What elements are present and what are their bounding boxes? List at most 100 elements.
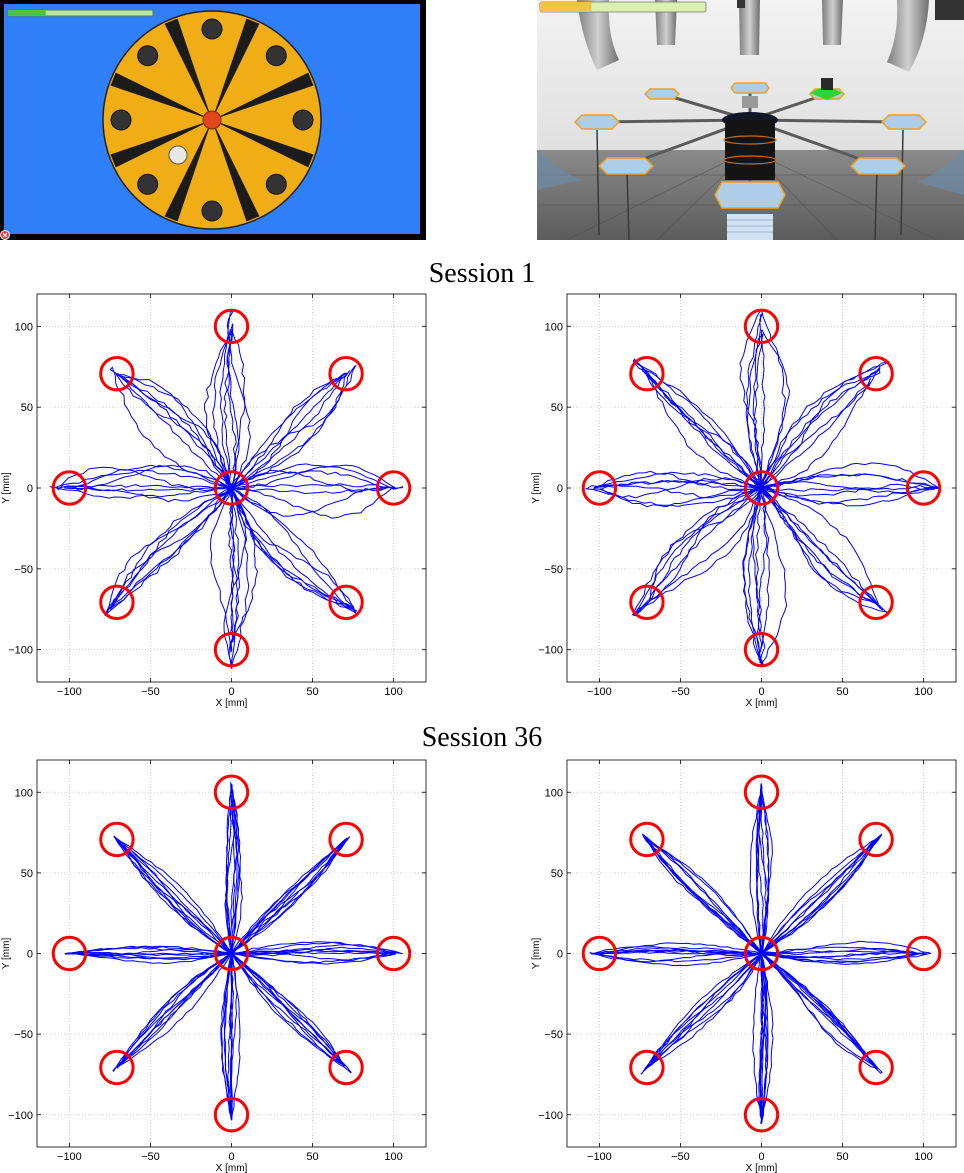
target-circle (213, 774, 250, 810)
wheel-spoke (164, 120, 212, 222)
wheel-spoke (110, 72, 212, 120)
trajectory-line (761, 486, 888, 614)
trajectory-line (641, 833, 763, 955)
trajectory-line (761, 487, 881, 609)
target-hole (137, 173, 159, 195)
y-axis-label: Y [mm] (1, 472, 12, 504)
y-tick-label: 0 (557, 483, 563, 495)
x-tick-label: 0 (758, 686, 764, 698)
game-2d-panel (0, 0, 426, 240)
target-circle (375, 935, 412, 972)
trajectory-line (220, 952, 238, 1117)
trajectory-line (113, 836, 233, 955)
game-2d-progress-bar (8, 10, 46, 16)
y-axis-label: Y [mm] (531, 938, 542, 970)
trajectory-line (229, 376, 344, 489)
target-circle (99, 584, 135, 620)
trajectory-line (231, 950, 396, 965)
target-circle (375, 470, 412, 506)
trajectories (588, 783, 932, 1124)
target-marker (810, 85, 842, 100)
truss-legs (596, 129, 904, 240)
right-edge-object (917, 150, 964, 195)
y-tick-label: −100 (8, 645, 33, 657)
target-circle (743, 308, 780, 345)
y-tick-label: −100 (538, 645, 563, 657)
target-circle (213, 631, 250, 668)
target-circle (743, 935, 780, 972)
target-circle (99, 1049, 135, 1086)
y-tick-label: 100 (545, 787, 563, 799)
trajectory-line (224, 952, 241, 1121)
trajectory-line (230, 487, 354, 610)
y-axis-label: Y [mm] (531, 472, 542, 504)
wheel-spoke (212, 72, 314, 120)
wheel-spoke (110, 120, 212, 168)
progress-bar-3d (539, 1, 707, 13)
trajectory-line (212, 323, 246, 489)
trajectory-line (751, 487, 764, 653)
target-circle (213, 470, 250, 506)
trajectory-line (760, 952, 878, 1070)
trajectory-line (633, 488, 761, 617)
y-tick-label: 50 (21, 868, 33, 880)
cursor-ball (168, 145, 188, 165)
x-tick-label: 100 (914, 1151, 932, 1163)
target-hole (265, 45, 287, 67)
y-tick-label: 100 (15, 787, 33, 799)
target-circle (858, 1049, 894, 1086)
target-circle (51, 470, 88, 506)
trajectory-line (762, 948, 925, 956)
x-axis-label: X [mm] (746, 1163, 778, 1173)
trajectory-line (759, 952, 765, 1123)
trajectory-line (230, 488, 357, 614)
trajectory-line (116, 953, 233, 1068)
trajectory-line (64, 486, 233, 503)
x-tick-label: −50 (141, 1151, 160, 1163)
targets (51, 308, 412, 668)
trajectory-line (113, 836, 232, 955)
y-tick-label: −100 (538, 1110, 563, 1122)
near-platform-steps (727, 214, 773, 240)
trajectory-line (759, 329, 790, 488)
trajectory-line (231, 952, 352, 1074)
trajectory-line (229, 487, 356, 613)
target-circle (858, 356, 894, 392)
targets (581, 308, 942, 668)
target-circle (328, 821, 364, 858)
trajectory-line (230, 487, 358, 614)
trajectory-line (760, 952, 877, 1068)
trajectory-line (631, 487, 763, 616)
steps-lines (727, 219, 773, 233)
trajectory-line (203, 329, 240, 488)
target-circle (581, 470, 618, 506)
trajectory-line (760, 486, 879, 605)
trajectory-line (759, 377, 872, 490)
targets (581, 774, 942, 1133)
trajectory-line (229, 370, 351, 490)
trajectory-line (761, 953, 877, 1069)
y-tick-label: 0 (27, 949, 33, 961)
x-tick-label: 100 (384, 1151, 402, 1163)
trajectories (585, 309, 941, 666)
trajectory-line (745, 313, 764, 488)
x-tick-label: 100 (914, 686, 932, 698)
ceiling-pipes (577, 0, 964, 72)
y-tick-label: −50 (544, 1029, 563, 1041)
y-tick-label: 0 (27, 483, 33, 495)
trajectory-line (760, 473, 939, 494)
trajectory-line (641, 367, 764, 489)
trajectory-line (223, 330, 237, 489)
left-edge-object (537, 150, 582, 190)
game-3d-scene (537, 0, 964, 240)
close-icon[interactable] (0, 230, 10, 240)
target-circle (629, 356, 665, 392)
target-circle (629, 584, 665, 620)
game-3d-panel (537, 0, 964, 240)
trajectory-line (760, 952, 769, 1124)
y-axis-label: Y [mm] (1, 938, 12, 970)
x-tick-label: 50 (306, 1151, 318, 1163)
x-tick-label: −100 (57, 1151, 82, 1163)
